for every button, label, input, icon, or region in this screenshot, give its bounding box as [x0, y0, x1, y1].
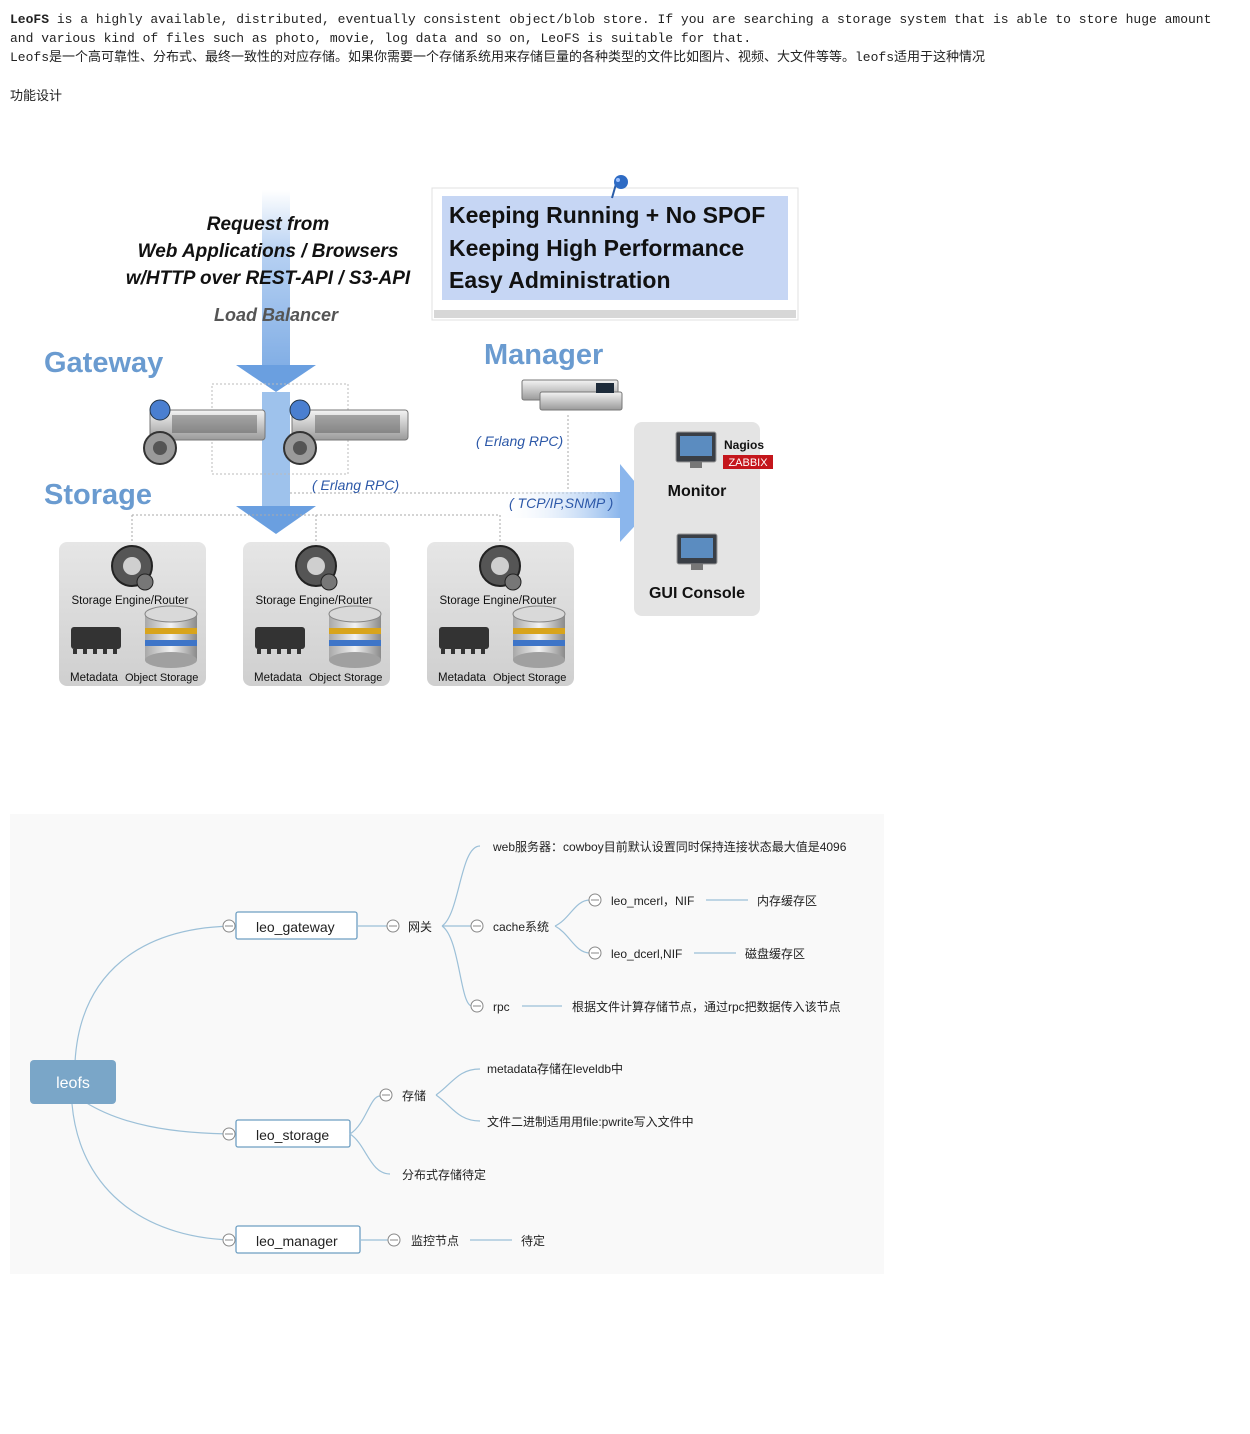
monitor-screen-icon — [675, 431, 717, 468]
gateway-servers — [143, 383, 409, 475]
monitor-panel: Nagios ZABBIX Monitor GUI Console — [634, 422, 773, 616]
intro-english: LeoFS is a highly available, distributed… — [10, 10, 1242, 48]
storage-node-3: Storage Engine/Router Metadata Object St… — [427, 542, 574, 686]
mcerl-item: leo_mcerl，NIF — [611, 894, 694, 908]
gateway-server-2 — [283, 399, 409, 465]
rpc-desc: 根据文件计算存储节点，通过rpc把数据传入该节点 — [572, 999, 841, 1014]
gateway-node-label: leo_gateway — [256, 919, 335, 935]
load-balancer-arrow — [236, 190, 316, 534]
nagios-logo: Nagios — [724, 438, 764, 452]
dcerl-item: leo_dcerl,NIF — [611, 947, 682, 961]
binary-write-item: 文件二进制适用用file:pwrite写入文件中 — [487, 1114, 694, 1129]
node-leo-storage[interactable]: leo_storage — [222, 1119, 351, 1148]
storage-category: 存储 — [402, 1088, 426, 1103]
mcerl-desc: 内存缓存区 — [757, 894, 817, 908]
manager-node-label: leo_manager — [256, 1233, 338, 1249]
database-icon — [144, 605, 198, 668]
object-storage-label: Object Storage — [309, 672, 382, 684]
web-server-item: web服务器：cowboy目前默认设置同时保持连接状态最大值是4096 — [492, 839, 847, 854]
banner-line-1: Keeping Running + No SPOF — [449, 202, 765, 228]
dcerl-desc: 磁盘缓存区 — [745, 946, 805, 961]
database-icon — [512, 605, 566, 668]
gateway-category: 网关 — [408, 920, 432, 934]
storage-node-2: Storage Engine/Router Metadata Object St… — [243, 542, 390, 686]
zabbix-logo — [723, 455, 773, 469]
banner-line-2: Keeping High Performance — [449, 235, 744, 261]
tcp-snmp-label: ( TCP/IP,SNMP ) — [509, 495, 613, 511]
mindmap-diagram: leofs leo_gateway 网关 web服务器：cowboy目前默认设置… — [10, 814, 884, 1274]
manager-pending: 待定 — [521, 1233, 545, 1248]
intro-chinese: Leofs是一个高可靠性、分布式、最终一致性的对应存储。如果你需要一个存储系统用… — [10, 50, 986, 65]
mindmap-root[interactable]: leofs — [30, 1060, 116, 1104]
node-leo-gateway[interactable]: leo_gateway — [222, 911, 358, 940]
gear-icon — [111, 545, 154, 591]
metadata-chip-icon — [439, 627, 489, 654]
feature-banner: Keeping Running + No SPOF Keeping High P… — [431, 175, 799, 321]
section-heading: 功能设计 — [10, 89, 63, 104]
request-line-3: w/HTTP over REST-API / S3-API — [126, 268, 411, 289]
root-label: leofs — [56, 1075, 90, 1092]
rpc-item: rpc — [493, 1000, 510, 1014]
monitor-arrow — [500, 464, 654, 542]
metadata-label: Metadata — [70, 672, 119, 684]
manager-label: Manager — [484, 339, 603, 371]
node-leo-manager[interactable]: leo_manager — [222, 1225, 361, 1254]
object-storage-label: Object Storage — [493, 672, 566, 684]
metadata-label: Metadata — [254, 672, 303, 684]
gateway-server-1 — [143, 399, 266, 465]
architecture-diagram: Request from Web Applications / Browsers… — [44, 175, 799, 686]
gui-console-icon — [676, 533, 718, 570]
database-icon — [328, 605, 382, 668]
storage-engine-label: Storage Engine/Router — [256, 595, 373, 607]
monitor-label: Monitor — [668, 483, 727, 500]
gateway-label: Gateway — [44, 347, 163, 379]
erlang-rpc-storage-label: ( Erlang RPC) — [312, 477, 399, 493]
manager-server — [521, 379, 623, 411]
distributed-item: 分布式存储待定 — [402, 1167, 486, 1182]
cache-system-item: cache系统 — [493, 920, 549, 934]
zabbix-logo-text: ZABBIX — [728, 457, 768, 469]
storage-node-1: Storage Engine/Router Metadata Object St… — [59, 542, 206, 686]
request-line-1: Request from — [207, 214, 330, 235]
load-balancer-label: Load Balancer — [214, 305, 339, 325]
gear-icon — [295, 545, 338, 591]
intro-brand: LeoFS — [10, 12, 50, 27]
banner-line-3: Easy Administration — [449, 267, 671, 293]
object-storage-label: Object Storage — [125, 672, 198, 684]
storage-node-label: leo_storage — [256, 1127, 329, 1143]
storage-label: Storage — [44, 479, 152, 511]
request-text: Request from Web Applications / Browsers… — [126, 214, 411, 289]
erlang-rpc-manager-label: ( Erlang RPC) — [476, 433, 563, 449]
intro-paragraph: LeoFS is a highly available, distributed… — [10, 10, 1242, 67]
metadata-chip-icon — [255, 627, 305, 654]
storage-engine-label: Storage Engine/Router — [72, 595, 189, 607]
pin-icon — [611, 175, 628, 199]
metadata-label: Metadata — [438, 672, 487, 684]
metadata-item: metadata存储在leveldb中 — [487, 1061, 623, 1076]
manager-category: 监控节点 — [411, 1234, 459, 1248]
request-line-2: Web Applications / Browsers — [138, 241, 399, 262]
gui-console-label: GUI Console — [649, 585, 745, 602]
storage-engine-label: Storage Engine/Router — [440, 595, 557, 607]
metadata-chip-icon — [71, 627, 121, 654]
gear-icon — [479, 545, 522, 591]
intro-en-text: is a highly available, distributed, even… — [10, 12, 1212, 46]
